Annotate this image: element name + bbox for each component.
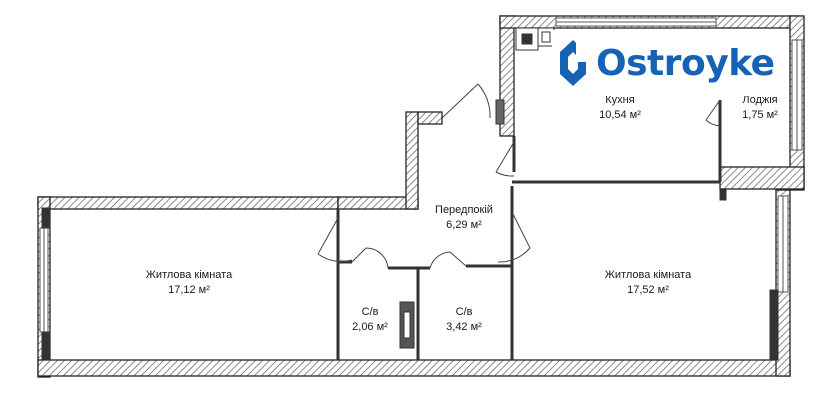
room-bath-1-label: С/в 2,06 м² (342, 305, 398, 335)
wall-hall-left (405, 111, 419, 210)
room-name: Передпокій (435, 204, 493, 216)
room-name: С/в (361, 306, 379, 318)
brand-logo: Ostroyke (552, 30, 781, 96)
door-bath-2 (429, 251, 467, 269)
door-living-right (497, 211, 531, 263)
wall-entrance-jamb (417, 111, 443, 125)
room-area: 17,12 м² (168, 284, 210, 296)
wall-top-left (37, 196, 339, 210)
door-bath-1 (351, 247, 389, 269)
room-kitchen-label: Кухня 10,54 м² (580, 93, 660, 123)
room-name: Житлова кімната (604, 269, 692, 281)
room-living-right-label: Житлова кімната 17,52 м² (582, 268, 714, 298)
radiator (495, 99, 505, 125)
room-name: Лоджія (742, 94, 778, 106)
room-hallway-label: Передпокій 6,29 м² (418, 203, 510, 233)
room-area: 2,06 м² (352, 321, 388, 333)
door-entrance (441, 83, 491, 119)
room-area: 17,52 м² (627, 284, 669, 296)
doors (317, 83, 721, 269)
room-name: Кухня (605, 94, 635, 106)
door-kitchen (495, 141, 515, 177)
door-living-left (317, 217, 353, 262)
wall-bottom (37, 359, 791, 377)
room-name: Житлова кімната (145, 269, 233, 281)
room-area: 3,42 м² (446, 321, 482, 333)
room-living-left-label: Житлова кімната 17,12 м² (126, 268, 252, 298)
wall-loggia-bottom (719, 166, 805, 190)
door-loggia (705, 99, 721, 127)
room-name: С/в (455, 306, 473, 318)
fixtures (41, 27, 779, 361)
ostroyke-logo-icon (560, 40, 590, 86)
room-area: 1,75 м² (742, 109, 778, 121)
brand-name: Ostroyke (596, 42, 775, 84)
room-loggia-label: Лоджія 1,75 м² (722, 93, 798, 123)
room-bath-2-label: С/в 3,42 м² (432, 305, 496, 335)
windows (39, 17, 803, 333)
room-area: 6,29 м² (446, 219, 482, 231)
room-area: 10,54 м² (599, 109, 641, 121)
